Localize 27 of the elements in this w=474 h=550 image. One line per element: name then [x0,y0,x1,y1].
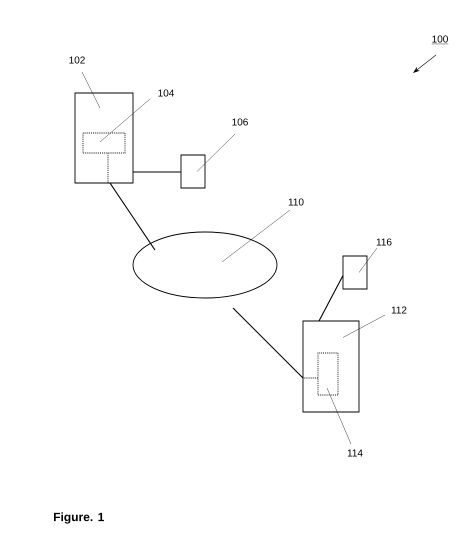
leader-line [222,210,290,262]
component-box [74,92,134,184]
connection-line [133,171,181,173]
leader-line [358,248,378,273]
reference-numeral: 106 [232,118,248,126]
connection-line [110,182,156,250]
reference-numeral: 116 [376,238,392,246]
network-ellipse [132,232,278,298]
leader-line [326,388,352,444]
caption: Figure. 1 [54,512,104,524]
reference-numeral: 104 [158,89,174,97]
connection-line [318,275,344,322]
leader-line [100,98,150,142]
leader-line [342,314,386,338]
connection-line [232,308,304,378]
component-box [342,256,368,290]
reference-numeral: 112 [392,306,406,314]
reference-numeral: 102 [69,56,85,64]
leader-line [196,134,236,172]
reference-numeral: 114 [348,450,363,456]
inner-component-box [318,352,338,396]
component-box [302,320,360,412]
component-box [180,154,206,188]
reference-numeral: 100 [431,35,449,44]
inner-component-box [82,132,126,154]
leader-line [82,72,100,108]
reference-numeral: 110 [288,198,304,206]
